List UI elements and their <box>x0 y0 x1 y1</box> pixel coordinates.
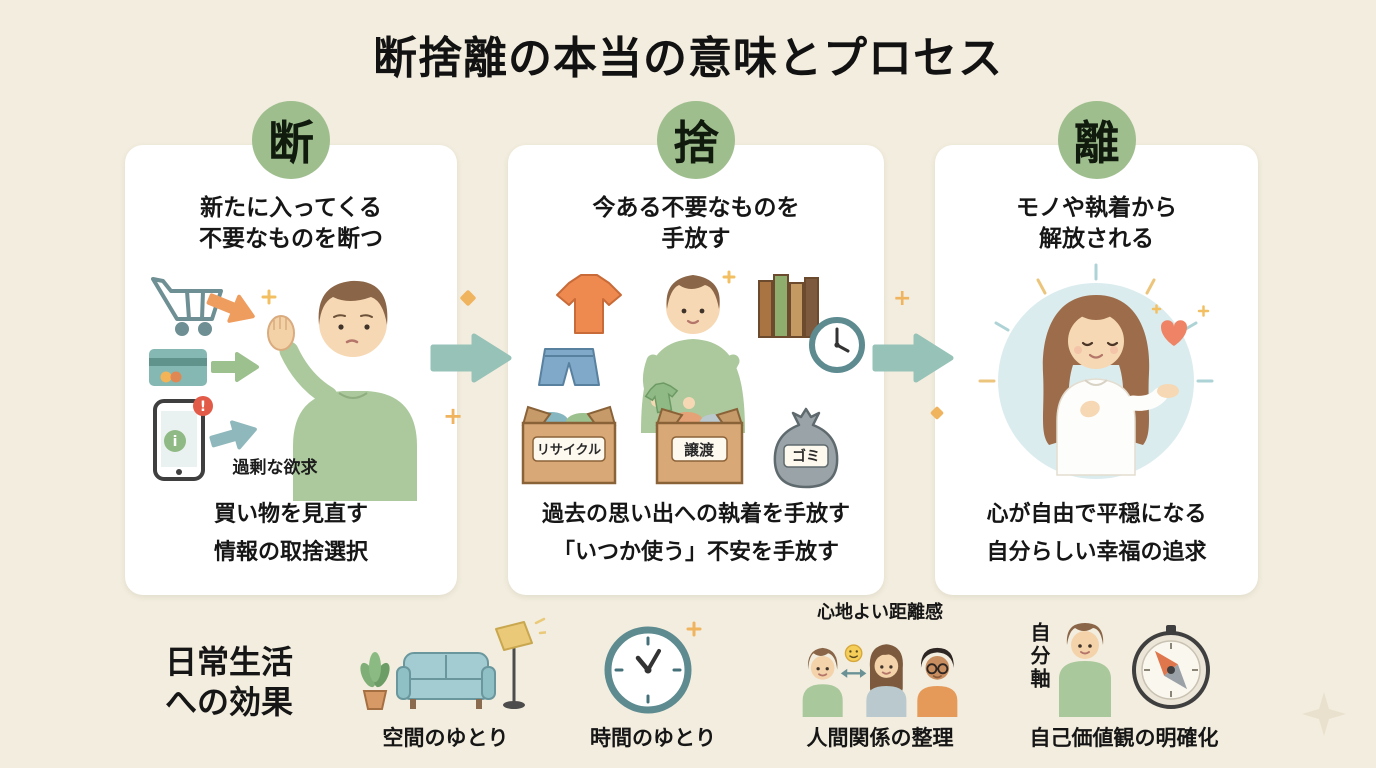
arrow-green-icon <box>211 352 259 383</box>
smiley-icon <box>844 644 863 663</box>
sparkle-icon <box>459 289 477 307</box>
arrow-teal-icon <box>209 420 257 450</box>
person-a-icon <box>802 647 843 717</box>
sparkle-icon <box>1302 692 1346 736</box>
relationships-icon <box>802 644 958 717</box>
tshirt-icon <box>556 274 622 335</box>
page-title: 断捨離の本当の意味とプロセス <box>373 33 1003 84</box>
credit-card-icon <box>149 349 207 387</box>
self-compass-icon <box>1058 623 1210 717</box>
effects-section-title: 日常生活 への効果 <box>165 643 294 721</box>
release-illustration <box>978 263 1213 480</box>
panel-sha-points: 過去の思い出への執着を手放す 「いつか使う」不安を手放す <box>541 502 850 565</box>
compass-icon <box>1131 625 1210 709</box>
sparkle-icon <box>722 270 736 284</box>
sparkle-icon <box>261 289 277 305</box>
effect-people: 心地よい距離感 <box>765 598 995 752</box>
panel-ri-points: 心が自由で平穏になる 自分らしい幸福の追求 <box>986 502 1207 565</box>
living-room-icon <box>359 617 546 710</box>
panel-ri: 離 モノや執着から 解放される <box>935 101 1258 595</box>
refuse-illustration: i ! 過剰な欲求 <box>149 277 417 502</box>
person-c-icon <box>917 647 958 717</box>
floor-lamp-icon <box>494 617 546 709</box>
effect-space-label: 空間のゆとり <box>382 726 509 750</box>
small-clock-icon <box>809 317 865 374</box>
person-sorting <box>641 275 745 434</box>
effect-time-label: 時間のゆとり <box>590 726 716 750</box>
kanji-ri: 離 <box>1073 116 1120 170</box>
panel-dan-points: 買い物を見直す 情報の取捨選択 <box>213 502 368 565</box>
person-refusing <box>267 281 417 502</box>
recycle-box-label: リサイクル <box>537 443 601 458</box>
kanji-sha: 捨 <box>673 116 719 170</box>
effect-time: 時間のゆとり <box>568 598 738 752</box>
effect-values-note: 自分軸 <box>1027 622 1051 691</box>
clock-icon <box>604 621 702 714</box>
heart-icon <box>1160 320 1187 347</box>
process-arrow-icon <box>872 333 954 383</box>
alert-glyph: ! <box>200 399 206 415</box>
effect-values-label: 自己価値観の明確化 <box>1029 726 1219 750</box>
books-icon <box>758 274 819 339</box>
panel-ri-heading: モノや執着から 解放される <box>1016 195 1177 253</box>
effect-people-note: 心地よい距離感 <box>817 602 943 623</box>
shopping-cart-icon <box>151 277 223 337</box>
trash-bag: ゴミ <box>773 407 839 489</box>
kanji-badge-ri: 離 <box>1057 101 1136 179</box>
rays-icon <box>978 263 1213 383</box>
sparkle-icon <box>1151 304 1209 317</box>
sofa-icon <box>395 652 496 709</box>
person-released <box>1042 295 1179 476</box>
info-glyph: i <box>173 434 178 450</box>
person-d-icon <box>1058 623 1111 717</box>
panel-dan: 断 新たに入ってくる 不要なものを断つ <box>125 101 457 595</box>
giveaway-box: 譲渡 <box>655 407 744 485</box>
sparkle-icon: + <box>443 402 464 430</box>
effect-people-label: 人間関係の整理 <box>806 726 954 750</box>
kanji-badge-sha: 捨 <box>657 101 735 179</box>
kanji-dan: 断 <box>268 116 314 170</box>
recycle-box: リサイクル <box>521 405 617 485</box>
smartphone-icon: i ! <box>153 396 213 482</box>
panel-dan-heading: 新たに入ってくる 不要なものを断つ <box>199 195 383 253</box>
distance-arrow-icon <box>840 668 867 678</box>
giveaway-box-label: 譲渡 <box>684 441 715 459</box>
shorts-icon <box>538 348 600 387</box>
person-b-icon <box>866 644 907 717</box>
process-arrow-icon <box>430 333 512 383</box>
discard-illustration: リサイクル 譲渡 ゴミ <box>521 270 865 489</box>
kanji-badge-dan: 断 <box>252 101 330 179</box>
sparkle-icon <box>686 621 702 637</box>
sparkle-icon: + <box>893 286 912 311</box>
panel-sha: 捨 今ある不要なものを 手放す <box>508 101 884 595</box>
trash-bag-label: ゴミ <box>792 448 820 465</box>
effect-space: 空間のゆとり <box>338 598 553 752</box>
plant-icon <box>359 652 390 710</box>
excess-desire-note: 過剰な欲求 <box>233 457 318 478</box>
panel-sha-heading: 今ある不要なものを 手放す <box>592 195 800 253</box>
effect-values: 自分軸 自己価値観の明確化 <box>995 598 1253 752</box>
arrow-orange-icon <box>206 293 255 323</box>
